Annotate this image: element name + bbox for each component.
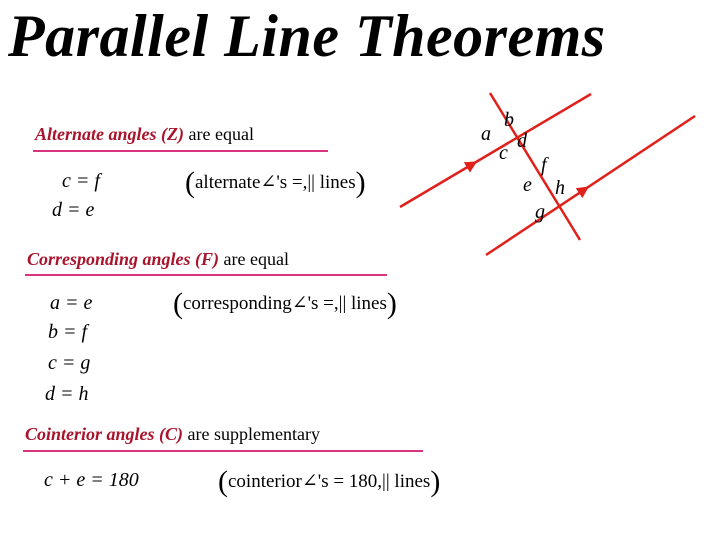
parallel-arrow-1 (459, 161, 478, 173)
alternate-heading-emphasis: Alternate angles (Z) (35, 124, 184, 144)
angle-label-h: h (555, 177, 565, 199)
close-paren: ) (430, 465, 441, 498)
alternate-heading: Alternate angles (Z) are equal (35, 124, 254, 146)
angle-label-b: b (504, 109, 514, 131)
angle-label-g: g (535, 201, 545, 223)
angle-label-a: a (481, 123, 491, 145)
cointerior-underline (23, 450, 423, 452)
corresponding-reason-text: corresponding∠'s =,|| lines (183, 293, 387, 314)
open-paren: ( (173, 287, 183, 320)
corresponding-heading-rest: are equal (223, 249, 289, 269)
equation-c-f: c = f (62, 170, 100, 192)
page-title: Parallel Line Theorems (8, 3, 606, 69)
alternate-underline (33, 150, 328, 152)
equation-d-h: d = h (45, 383, 89, 405)
close-paren: ) (355, 166, 366, 199)
open-paren: ( (218, 465, 228, 498)
corresponding-heading: Corresponding angles (F) are equal (27, 249, 289, 271)
close-paren: ) (386, 287, 397, 320)
cointerior-reason-text: cointerior∠'s = 180,|| lines (228, 471, 431, 492)
alternate-reason: (alternate∠'s =,|| lines) (185, 168, 366, 198)
parallel-arrow-2 (569, 186, 589, 200)
cointerior-heading-emphasis: Cointerior angles (C) (25, 424, 184, 444)
equation-b-f: b = f (48, 321, 88, 343)
alternate-reason-text: alternate∠'s =,|| lines (195, 172, 356, 193)
open-paren: ( (185, 166, 195, 199)
angle-label-f: f (541, 154, 549, 176)
parallel-line-1 (399, 92, 592, 209)
transversal-line (488, 92, 582, 241)
equation-c-plus-e: c + e = 180 (44, 469, 139, 491)
cointerior-heading: Cointerior angles (C) are supplementary (25, 424, 320, 446)
corresponding-reason: (corresponding∠'s =,|| lines) (173, 289, 397, 319)
corresponding-underline (25, 274, 387, 276)
alternate-heading-rest: are equal (188, 124, 254, 144)
cointerior-reason: (cointerior∠'s = 180,|| lines) (218, 467, 440, 497)
angle-label-e: e (523, 174, 532, 196)
equation-a-e: a = e (50, 292, 93, 314)
equation-c-g: c = g (48, 352, 91, 374)
cointerior-heading-rest: are supplementary (187, 424, 320, 444)
angle-label-d: d (517, 130, 528, 152)
corresponding-heading-emphasis: Corresponding angles (F) (27, 249, 220, 269)
angle-label-c: c (499, 142, 508, 164)
parallel-line-2 (485, 114, 696, 257)
equation-d-e: d = e (52, 199, 95, 221)
